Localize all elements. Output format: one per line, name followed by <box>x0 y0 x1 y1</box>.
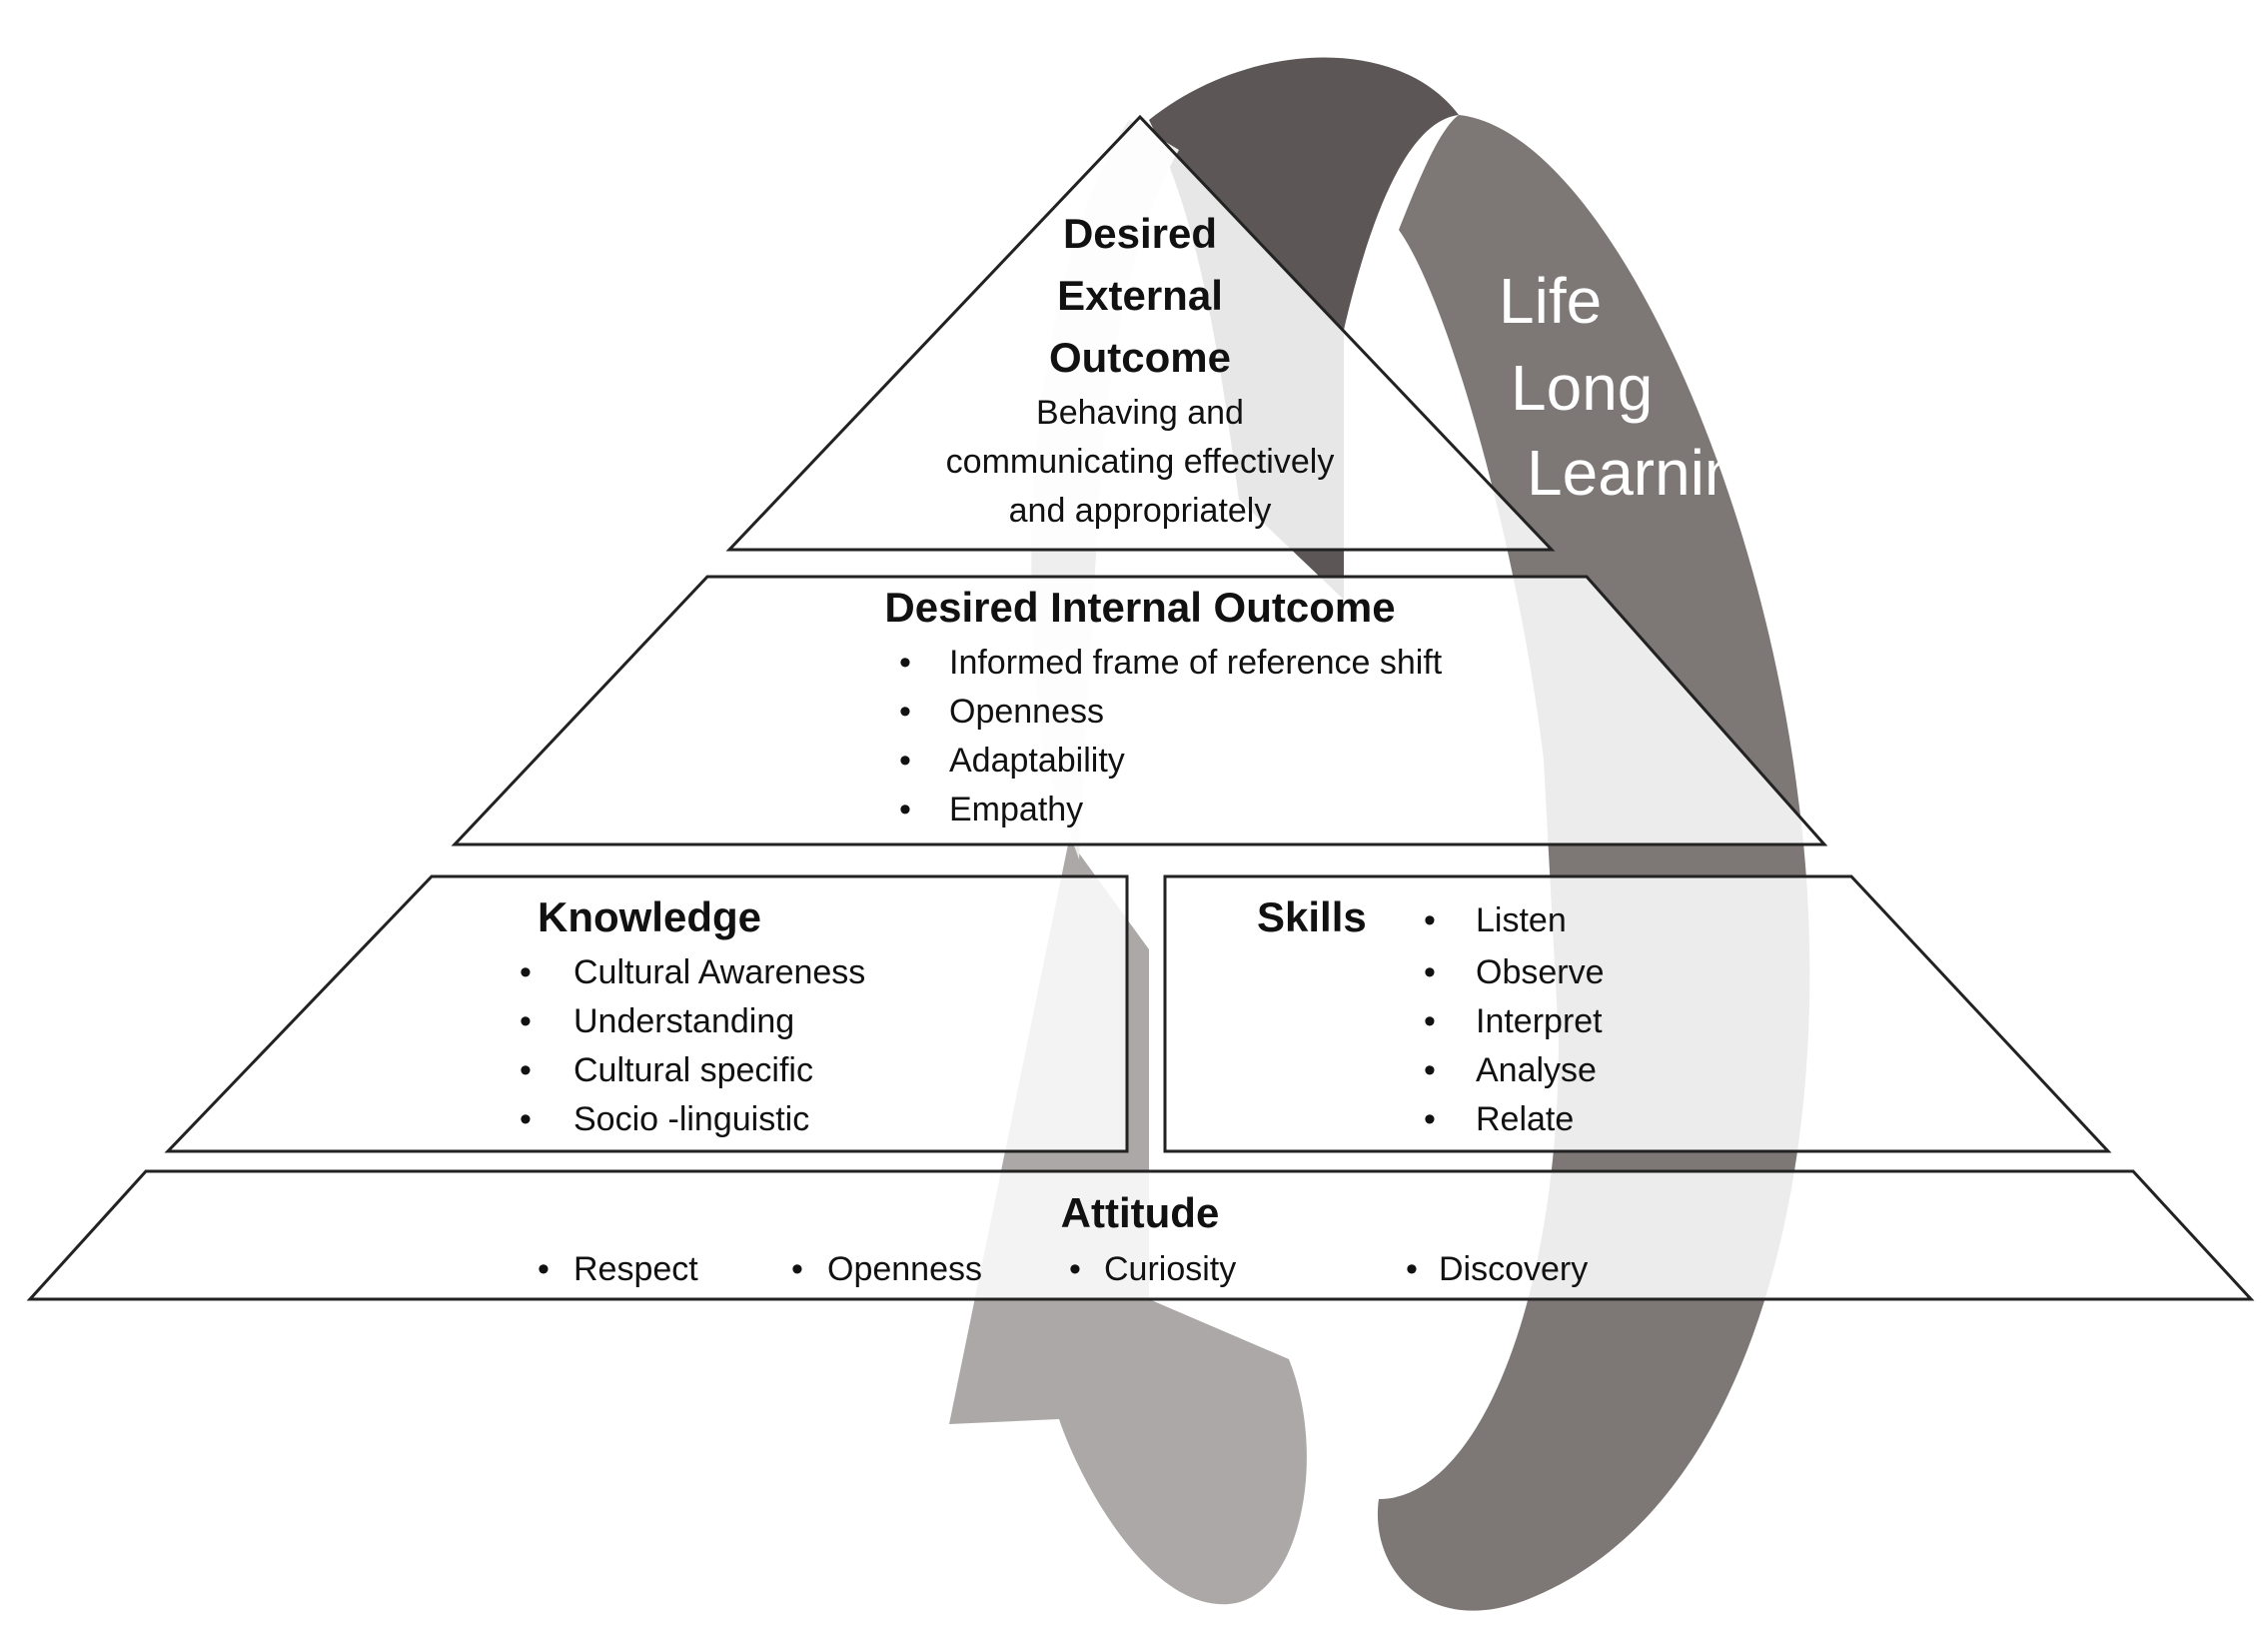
internal-title: Desired Internal Outcome <box>884 584 1395 631</box>
internal-bullet: • <box>899 644 911 682</box>
knowledge-item: Cultural Awareness <box>573 953 865 991</box>
skills-item: Interpret <box>1476 1002 1603 1040</box>
knowledge-bullet: • <box>520 1002 532 1040</box>
internal-bullet: • <box>899 742 911 780</box>
attitude-list: • Respect • Openness • Curiosity • Disco… <box>538 1250 1588 1288</box>
skills-bullet: • <box>1424 953 1436 991</box>
knowledge-bullet: • <box>520 1051 532 1089</box>
cycle-mid-band <box>1377 115 1810 1611</box>
skills-title: Skills <box>1257 893 1367 940</box>
attitude-bullet: • <box>791 1250 803 1288</box>
external-title-line-2: External <box>1057 272 1223 319</box>
internal-item: Openness <box>949 693 1104 731</box>
cycle-label-line-3: Learning <box>1527 437 1775 509</box>
tier-attitude: Attitude • Respect • Openness • Curiosit… <box>26 1169 2255 1301</box>
external-description-line-3: and appropriately <box>1009 492 1272 530</box>
tier-external-outcome: Desired External Outcome Behaving and co… <box>725 114 1556 552</box>
attitude-item: Respect <box>573 1250 698 1288</box>
knowledge-list: • Cultural Awareness • Understanding • C… <box>520 953 865 1138</box>
attitude-item: Curiosity <box>1104 1250 1236 1288</box>
tier-attitude-shape <box>26 1169 2255 1301</box>
internal-list: • Informed frame of reference shift • Op… <box>899 644 1443 828</box>
knowledge-item: Understanding <box>573 1002 794 1040</box>
tier-internal-outcome: Desired Internal Outcome • Informed fram… <box>451 575 1828 846</box>
skills-item: Relate <box>1476 1100 1574 1138</box>
skills-bullet: • <box>1424 1051 1436 1089</box>
cycle-label-line-2: Long <box>1511 352 1653 424</box>
knowledge-item: Socio -linguistic <box>573 1100 809 1138</box>
knowledge-bullet: • <box>520 953 532 991</box>
tier-external-shape <box>725 114 1556 552</box>
cycle-label-line-1: Life <box>1499 265 1602 337</box>
external-description-line-2: communicating effectively <box>946 443 1335 481</box>
internal-item: Empathy <box>949 791 1083 828</box>
tier-knowledge: Knowledge • Cultural Awareness • Underst… <box>164 874 1129 1153</box>
knowledge-bullet: • <box>520 1100 532 1138</box>
skills-list: • Listen • Observe • Interpret • Analyse… <box>1424 901 1605 1138</box>
skills-item: Observe <box>1476 953 1605 991</box>
attitude-bullet: • <box>1069 1250 1081 1288</box>
internal-bullet: • <box>899 693 911 731</box>
internal-bullet: • <box>899 791 911 828</box>
attitude-bullet: • <box>538 1250 550 1288</box>
tier-internal-shape <box>451 575 1828 846</box>
tier-knowledge-shape <box>164 874 1129 1153</box>
attitude-item: Openness <box>827 1250 982 1288</box>
attitude-bullet: • <box>1406 1250 1418 1288</box>
internal-item: Adaptability <box>949 742 1125 780</box>
skills-bullet: • <box>1424 901 1436 939</box>
internal-item: Informed frame of reference shift <box>949 644 1443 682</box>
knowledge-title: Knowledge <box>538 893 761 940</box>
knowledge-item: Cultural specific <box>573 1051 813 1089</box>
external-title-line-1: Desired <box>1063 210 1217 257</box>
attitude-title: Attitude <box>1061 1189 1220 1236</box>
skills-bullet: • <box>1424 1100 1436 1138</box>
skills-item: Listen <box>1476 901 1567 939</box>
tier-skills: Skills • Listen • Observe • Interpret • … <box>1163 874 2112 1153</box>
skills-bullet: • <box>1424 1002 1436 1040</box>
tier-skills-shape <box>1163 874 2112 1153</box>
external-description-line-1: Behaving and <box>1036 394 1244 432</box>
attitude-item: Discovery <box>1439 1250 1588 1288</box>
skills-item: Analyse <box>1476 1051 1597 1089</box>
external-title-line-3: Outcome <box>1049 334 1231 381</box>
